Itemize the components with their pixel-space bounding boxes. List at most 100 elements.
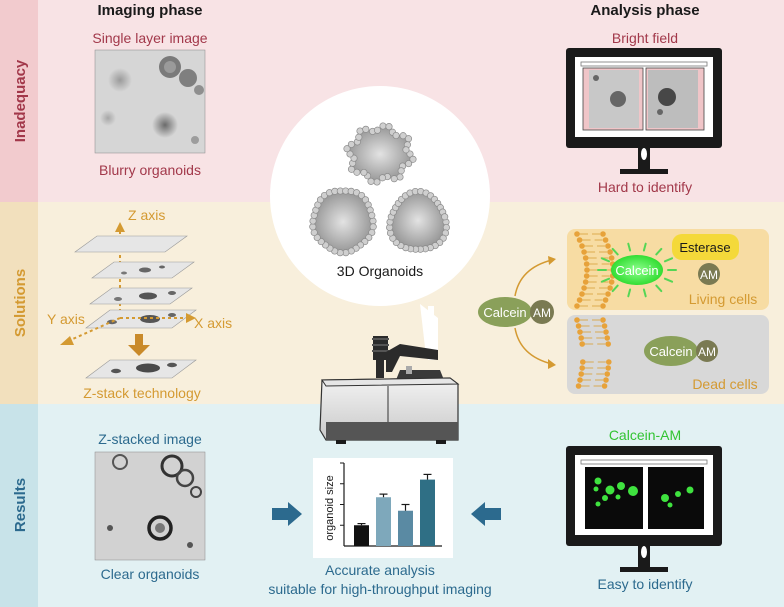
glow-ray — [627, 242, 632, 252]
organoid-cell — [309, 223, 317, 231]
lipid-head — [581, 249, 587, 255]
organoid-cell — [373, 178, 381, 186]
bright-field-speck — [657, 109, 663, 115]
organoid-cell — [441, 213, 449, 221]
organoids-label: 3D Organoids — [337, 263, 423, 279]
lipid-head — [608, 255, 615, 261]
fluorescent-organoid — [602, 495, 608, 501]
calcein-am-label: Calcein-AM — [609, 427, 681, 443]
row-label-results: Results — [12, 478, 29, 532]
clear-organoid — [175, 468, 195, 488]
organoid-cell — [353, 168, 361, 176]
calcein-fluorescent-label: Calcein — [615, 263, 658, 278]
organoid-cell — [347, 165, 356, 173]
lipid-head — [605, 243, 611, 249]
glow-ray — [611, 247, 619, 256]
lipid-head — [579, 243, 585, 249]
lipid-head — [605, 341, 611, 347]
organoid-cell — [343, 145, 351, 153]
down-arrow-shaft — [135, 334, 143, 346]
organoid-cell — [396, 173, 404, 181]
bubble-circle — [270, 86, 490, 306]
high-throughput-label: suitable for high-throughput imaging — [268, 581, 491, 597]
fluorescent-organoid — [593, 486, 599, 492]
row-label-solutions: Solutions — [12, 269, 29, 337]
organoid-cell — [360, 168, 368, 177]
lipid-head — [574, 317, 580, 323]
calcein-molecule-label: Calcein — [483, 305, 526, 320]
organoid-cell — [378, 174, 387, 182]
am-dead — [696, 340, 718, 362]
blurry-organoid — [179, 69, 197, 87]
clear-organoid-core — [155, 523, 165, 533]
fluorescent-organoid — [628, 486, 638, 496]
lipid-head — [604, 371, 611, 377]
arrow-left-to-chart — [272, 502, 302, 526]
lipid-head — [602, 237, 609, 243]
glow-ray — [663, 277, 674, 283]
glow-ray — [655, 247, 663, 256]
arrow-to-living — [514, 259, 553, 297]
z-layer-1 — [74, 235, 188, 253]
single-layer-label: Single layer image — [92, 30, 207, 46]
y-axis-label: Y axis — [47, 311, 85, 327]
lipid-head — [582, 255, 589, 261]
lipid-head — [604, 335, 611, 341]
lipid-head — [603, 377, 609, 383]
microscope-foot — [336, 440, 346, 444]
z-axis-label: Z axis — [128, 207, 165, 223]
lipid-head — [581, 285, 587, 291]
organoid-cell — [404, 135, 413, 143]
calcein-dead — [644, 336, 698, 366]
esterase-label: Esterase — [679, 240, 730, 255]
lipid-head — [575, 323, 582, 329]
results-label-strip — [0, 404, 38, 607]
z-layer-cell — [139, 292, 157, 300]
clear-speck — [187, 542, 193, 548]
glow-ray — [600, 277, 611, 283]
lipid-head — [600, 317, 606, 323]
x-axis-label: X axis — [194, 315, 232, 331]
esterase-enzyme — [672, 234, 739, 260]
microscope-camera-stripe — [372, 350, 389, 352]
calcein-glow-rays — [597, 242, 677, 298]
lipid-head — [605, 291, 611, 297]
z-stack-technology-label: Z-stack technology — [83, 385, 201, 401]
blurry-spot — [108, 68, 132, 92]
calcein-molecule — [478, 297, 532, 327]
lipid-head — [603, 329, 609, 335]
organoid-top — [343, 122, 417, 186]
bright-field-speck — [593, 75, 599, 81]
lipid-head — [579, 359, 586, 365]
y-axis-arrowhead — [60, 336, 74, 345]
chart-bar — [398, 510, 413, 546]
z-merged-cell — [136, 363, 160, 373]
glow-ray — [655, 284, 663, 293]
lipid-head — [608, 279, 615, 285]
lipid-head — [575, 383, 582, 389]
x-axis-arrowhead — [186, 313, 196, 323]
row-label-inadequacy: Inadequacy — [12, 59, 29, 142]
monitor-neck-hole — [641, 148, 647, 160]
lipid-head — [601, 383, 608, 389]
lipid-head — [582, 279, 589, 285]
fluorescent-organoid — [615, 494, 621, 500]
y-axis-line — [65, 317, 121, 343]
organoid-cell — [356, 127, 364, 135]
organoid-cell — [347, 140, 355, 148]
am-cleaved-label: AM — [700, 268, 718, 282]
fluorescent-organoid — [595, 501, 601, 507]
organoid-cell — [402, 146, 410, 154]
lipid-head — [574, 231, 580, 237]
bright-field-monitor — [566, 48, 722, 174]
chart-ticks — [340, 462, 344, 526]
fluorescence-panel-left — [585, 467, 643, 529]
organoid-left — [309, 187, 377, 257]
blurry-image-frame — [94, 49, 206, 154]
calcein-dead-label: Calcein — [649, 344, 692, 359]
monitor-neck-hole — [641, 546, 647, 558]
monitor-base — [620, 169, 668, 174]
lipid-head — [583, 261, 590, 267]
header-analysis-phase: Analysis phase — [590, 2, 699, 19]
clear-organoid — [147, 515, 173, 541]
